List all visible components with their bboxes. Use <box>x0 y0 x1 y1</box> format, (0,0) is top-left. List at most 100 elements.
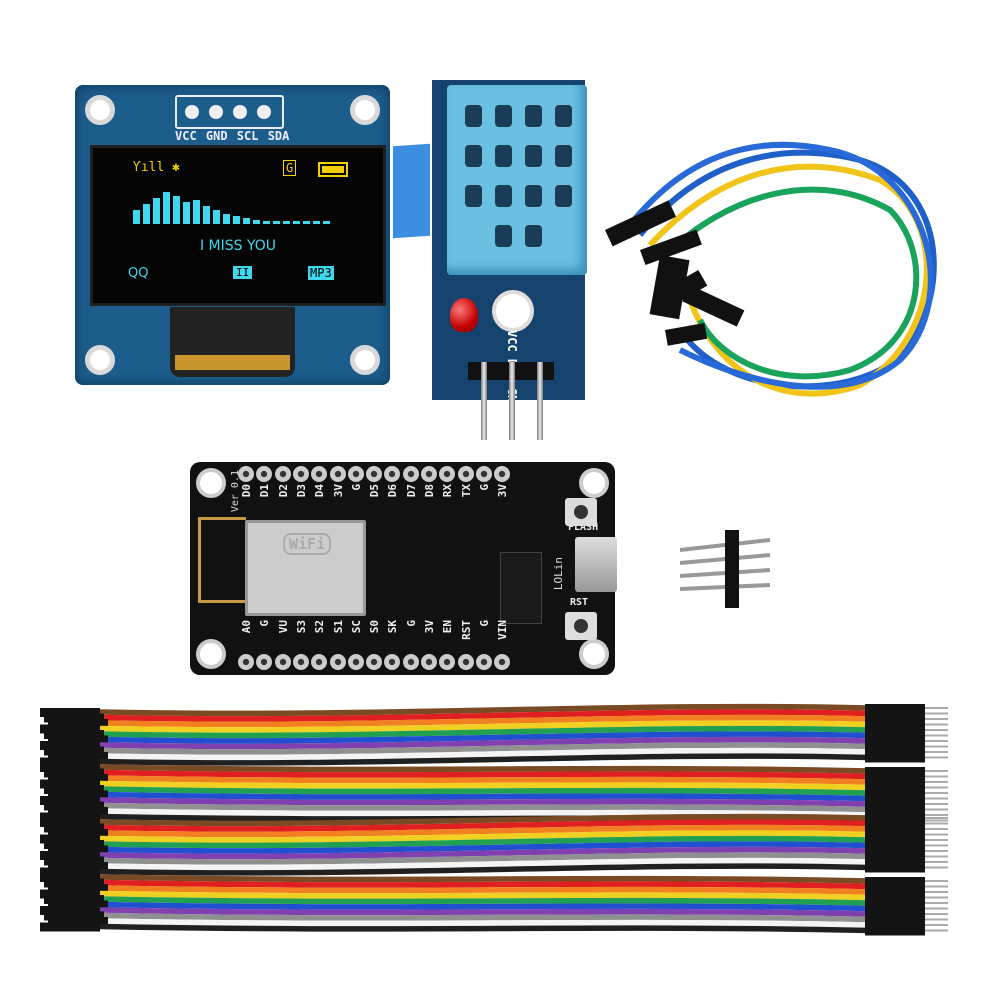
dupont-connector <box>682 284 745 327</box>
male-connector <box>865 888 925 897</box>
eq-bar <box>263 221 270 224</box>
eq-bar <box>163 192 170 224</box>
ribbon-wire <box>99 725 871 739</box>
ribbon-wire <box>99 819 871 832</box>
female-connector <box>48 807 108 816</box>
ribbon-wire <box>99 753 871 766</box>
male-connector <box>865 915 925 925</box>
mount-hole <box>196 639 226 669</box>
male-connector <box>865 825 925 834</box>
ribbon-wire <box>99 835 871 849</box>
pin-pad <box>256 654 273 670</box>
vent-slot <box>465 185 482 207</box>
ribbon-wire <box>99 907 871 917</box>
female-connector <box>48 719 108 728</box>
female-connector <box>48 862 108 871</box>
female-connector <box>44 768 104 778</box>
wifi-logo: WiFi <box>283 533 332 555</box>
male-connector <box>865 858 925 867</box>
pin-pad <box>384 466 401 482</box>
ribbon-wire <box>99 802 871 813</box>
ribbon-wire <box>99 769 871 780</box>
male-connector <box>865 805 925 815</box>
header-plastic <box>725 530 739 608</box>
vent-slot <box>495 105 512 127</box>
flash-button[interactable] <box>565 498 597 526</box>
ribbon-wire <box>99 720 871 733</box>
pin-pad <box>347 654 364 670</box>
eq-bar <box>143 204 150 224</box>
gps-icon: G <box>283 160 297 176</box>
pin-pad <box>329 466 346 482</box>
ribbon-wire <box>99 747 871 761</box>
reset-button[interactable] <box>565 612 597 640</box>
ribbon-wire <box>99 857 871 871</box>
ribbon-wire <box>99 852 871 865</box>
flash-label: FLASH <box>568 522 599 533</box>
battery-icon <box>318 162 348 177</box>
male-connector <box>865 893 925 903</box>
female-connector <box>40 889 100 899</box>
female-connector <box>48 829 108 838</box>
female-connector <box>48 790 108 800</box>
female-connector <box>40 779 100 789</box>
eq-bar <box>283 221 290 224</box>
male-connector <box>865 726 925 735</box>
male-connector <box>865 877 925 886</box>
vent-slot <box>465 145 482 167</box>
male-connector <box>865 715 925 724</box>
pin-pad <box>494 466 511 482</box>
dupont-connector <box>605 200 677 247</box>
male-connector <box>865 731 925 741</box>
jumper-wire <box>647 163 930 397</box>
ribbon-wire <box>99 714 871 728</box>
eq-bar <box>233 216 240 224</box>
ribbon-wire <box>99 808 871 818</box>
pin-pad <box>475 654 492 670</box>
female-connector <box>48 884 108 893</box>
ribbon-wire <box>99 797 871 807</box>
male-connector <box>865 882 925 892</box>
female-connector <box>40 796 100 805</box>
mount-hole <box>579 468 609 498</box>
female-connector <box>48 845 108 855</box>
dupont-connector <box>665 323 708 346</box>
signal-bluetooth-icons: Ƴıll ✱ <box>133 160 180 175</box>
ribbon-wire <box>99 736 871 750</box>
female-connector <box>44 785 104 794</box>
mount-hole <box>196 468 226 498</box>
female-connector <box>48 900 108 910</box>
pin-pad <box>292 466 309 482</box>
oled-message: I MISS YOU <box>199 238 277 254</box>
female-connector <box>48 735 108 745</box>
pin-pad <box>421 654 437 670</box>
male-connector <box>865 904 925 914</box>
header-pin <box>481 362 487 440</box>
pin-pad <box>457 654 474 670</box>
header-pin <box>537 362 543 440</box>
eq-bar <box>183 202 190 224</box>
pin-pad <box>311 466 328 482</box>
vent-slot <box>495 225 512 247</box>
vent-slot <box>555 145 572 167</box>
ribbon-wire <box>99 846 871 860</box>
female-connector <box>40 818 100 827</box>
pin-pad <box>457 466 474 482</box>
male-pin-header <box>679 530 771 608</box>
ribbon-wire <box>99 863 871 876</box>
eq-bar <box>243 218 250 224</box>
ribbon-wire <box>99 885 871 895</box>
pin-pad <box>238 466 254 482</box>
vent-slot <box>525 225 542 247</box>
male-connector <box>865 814 925 823</box>
qq-label: QQ <box>128 266 149 281</box>
ribbon-wire <box>99 830 871 843</box>
pin <box>233 105 247 119</box>
male-connector <box>865 819 925 829</box>
eq-bar <box>193 200 200 224</box>
male-connector <box>865 921 925 930</box>
male-connector <box>865 753 925 763</box>
female-connector <box>40 812 100 822</box>
pin-pad <box>311 654 328 670</box>
male-connector <box>865 720 925 730</box>
